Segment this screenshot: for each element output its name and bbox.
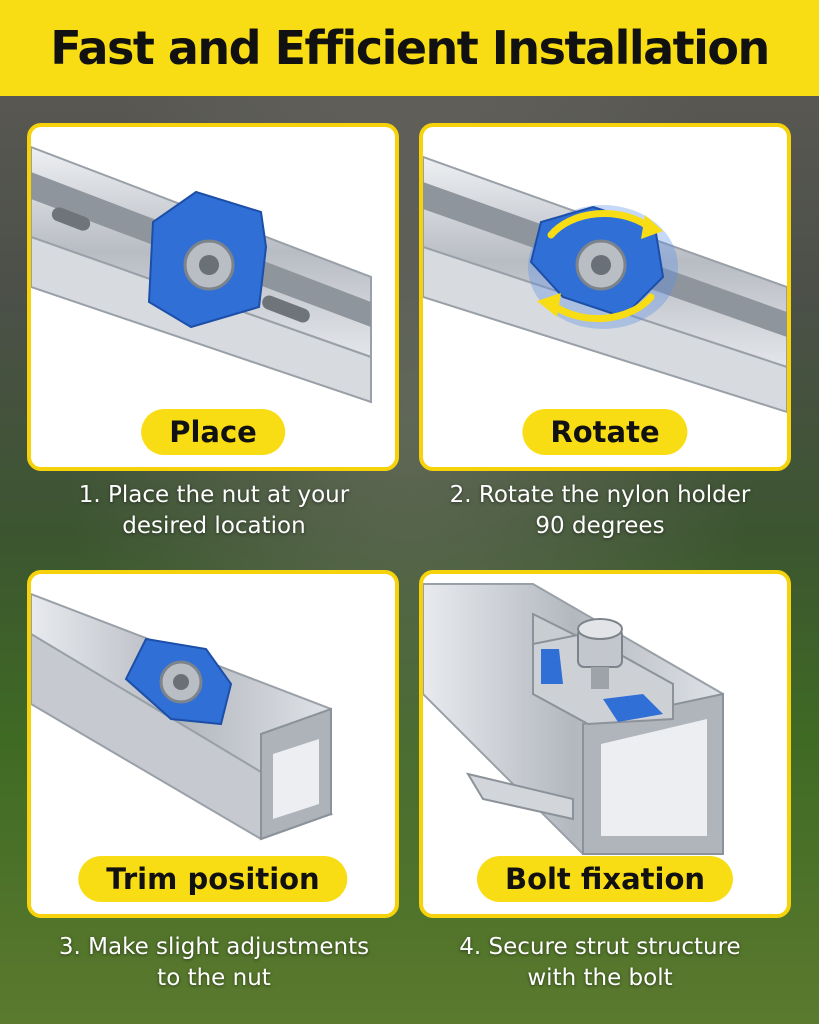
step-card-rotate: Rotate [419, 123, 791, 471]
step-card-place: Place [27, 123, 399, 471]
step-caption-1: 1. Place the nut at your desired locatio… [78, 482, 350, 539]
step-label-trim-position: Trim position [78, 856, 348, 902]
strut-bolt-fixation-illustration [423, 583, 724, 855]
step-label-rotate: Rotate [522, 409, 688, 455]
strut-nut-place-illustration [31, 145, 372, 404]
step-card-trim-position: Trim position [27, 570, 399, 918]
step-caption-4: 4. Secure strut structure with the bolt [459, 934, 741, 991]
step-label-bolt-fixation: Bolt fixation [476, 856, 734, 902]
page-title: Fast and Efficient Installation [50, 21, 770, 75]
step-caption-2: 2. Rotate the nylon holder 90 degrees [449, 482, 751, 539]
strut-nut-trim-illustration [31, 592, 334, 841]
step-label-place: Place [141, 409, 285, 455]
header-banner: Fast and Efficient Installation [0, 0, 819, 96]
step-caption-3: 3. Make slight adjustments to the nut [58, 934, 370, 991]
strut-nut-rotate-illustration [423, 155, 787, 414]
step-card-bolt-fixation: Bolt fixation [419, 570, 791, 918]
